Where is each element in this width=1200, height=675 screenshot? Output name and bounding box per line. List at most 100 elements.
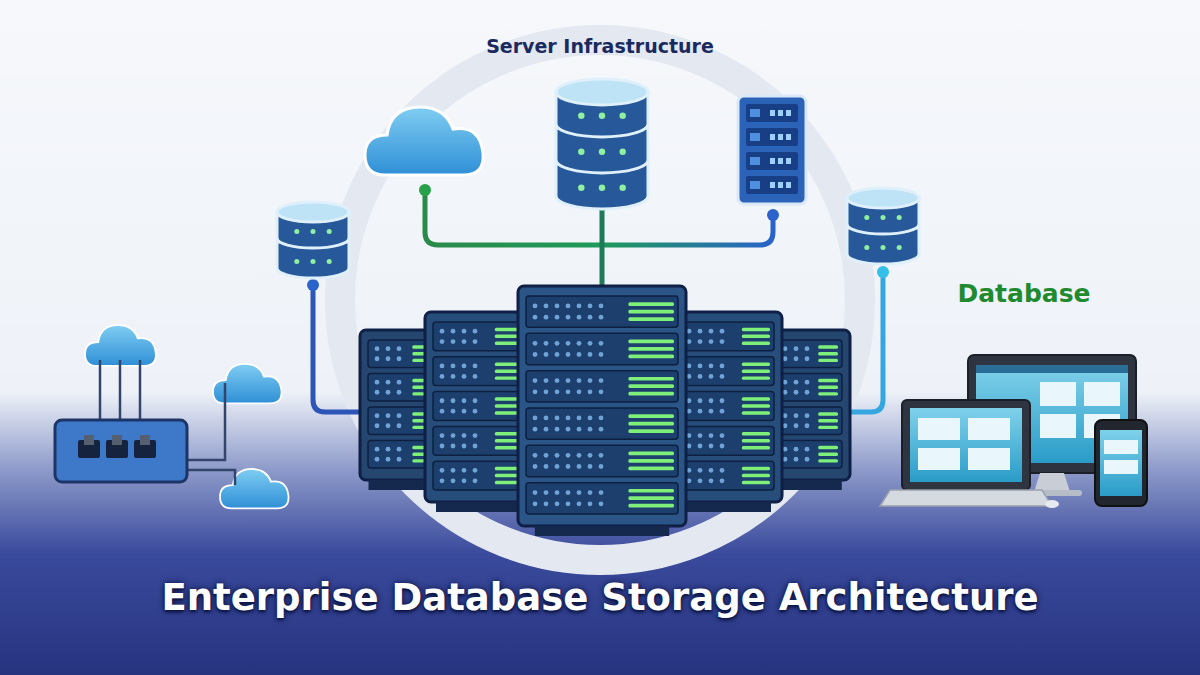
rack-vent: [577, 427, 582, 432]
status-led: [327, 229, 332, 234]
rack-vent: [566, 341, 571, 346]
rack-vent: [386, 413, 391, 418]
rack-vent: [473, 374, 478, 379]
unit-led: [786, 158, 791, 164]
laptop-lid: [902, 400, 1030, 490]
rack-vent: [698, 444, 703, 449]
rack-vent: [794, 356, 799, 361]
rack-vent: [794, 390, 799, 395]
rack-unit: [776, 374, 842, 402]
rack-base: [436, 502, 524, 512]
cloud-icon: [85, 325, 156, 366]
status-bar: [628, 466, 674, 470]
status-bar: [742, 467, 770, 470]
rack-vent: [599, 352, 604, 357]
rack-vent: [462, 364, 467, 369]
rack-vent: [588, 464, 593, 469]
unit-led: [750, 181, 760, 189]
rack-vent: [720, 409, 725, 414]
status-led: [619, 184, 625, 190]
status-bar: [818, 426, 838, 429]
rack-vent: [709, 339, 714, 344]
rack-vent: [805, 356, 810, 361]
rack-vent: [473, 468, 478, 473]
rack-vent: [555, 490, 560, 495]
rack-unit: [776, 407, 842, 435]
rack-vent: [599, 490, 604, 495]
rack-vent: [577, 378, 582, 383]
status-bar: [742, 404, 770, 407]
status-led: [619, 148, 625, 154]
status-bar: [628, 452, 674, 456]
rack-vent: [588, 490, 593, 495]
status-bar: [742, 439, 770, 442]
ui-card: [1040, 382, 1076, 406]
rack-vent: [805, 380, 810, 385]
unit-led: [770, 182, 775, 188]
status-bar: [628, 354, 674, 358]
status-led: [310, 229, 315, 234]
rack-vent: [440, 398, 445, 403]
rack-vent: [709, 468, 714, 473]
rack-vent: [462, 409, 467, 414]
rack-vent: [577, 453, 582, 458]
background-arc: [340, 40, 860, 560]
status-led: [880, 245, 885, 250]
phone-screen: [1100, 430, 1142, 496]
rack-vent: [577, 490, 582, 495]
rack-vent: [533, 315, 538, 320]
status-bar: [742, 446, 770, 449]
rack-vent: [794, 447, 799, 452]
status-bar: [628, 310, 674, 314]
status-bar: [742, 481, 770, 484]
rack-vent: [451, 478, 456, 483]
network-wire: [313, 285, 365, 412]
database-cylinder: [847, 188, 919, 264]
rack-vent: [440, 478, 445, 483]
rack-vent: [566, 501, 571, 506]
rack-vent: [698, 468, 703, 473]
rack-vent: [533, 389, 538, 394]
status-bar: [818, 419, 838, 422]
rack-vent: [566, 464, 571, 469]
status-bar: [818, 352, 838, 355]
rack-vent: [698, 339, 703, 344]
rack-vent: [375, 413, 380, 418]
mouse: [1045, 500, 1059, 508]
rack-vent: [451, 398, 456, 403]
switch-body: [55, 420, 187, 482]
network-switch: [55, 360, 235, 485]
laptop-screen: [910, 408, 1022, 482]
rack-vent: [544, 453, 549, 458]
rack-unit: [526, 296, 678, 327]
ui-card: [918, 448, 960, 470]
unit-drive: [746, 176, 798, 194]
port-plug: [84, 435, 94, 445]
rack-vent: [555, 315, 560, 320]
rack-vent: [566, 490, 571, 495]
rack-vent: [577, 315, 582, 320]
rack-unit: [433, 322, 527, 351]
rack-vent: [462, 374, 467, 379]
rack-vent: [805, 457, 810, 462]
rack-vent: [544, 490, 549, 495]
status-bar: [742, 432, 770, 435]
cloud-icon: [213, 364, 282, 403]
rack-vent: [577, 501, 582, 506]
laptop-base: [880, 490, 1052, 506]
status-bar: [742, 376, 770, 379]
wire-node: [877, 266, 889, 278]
rack-vent: [386, 356, 391, 361]
phone-body: [1095, 420, 1147, 506]
rack-vent: [709, 444, 714, 449]
rack-vent: [462, 478, 467, 483]
rack-vent: [599, 501, 604, 506]
rack-vent: [451, 364, 456, 369]
rack-unit: [526, 408, 678, 439]
status-led: [310, 259, 315, 264]
storage-unit: [738, 96, 806, 204]
rack-vent: [533, 453, 538, 458]
rack-vent: [462, 433, 467, 438]
status-bar: [628, 414, 674, 418]
cylinder-top: [277, 202, 349, 222]
